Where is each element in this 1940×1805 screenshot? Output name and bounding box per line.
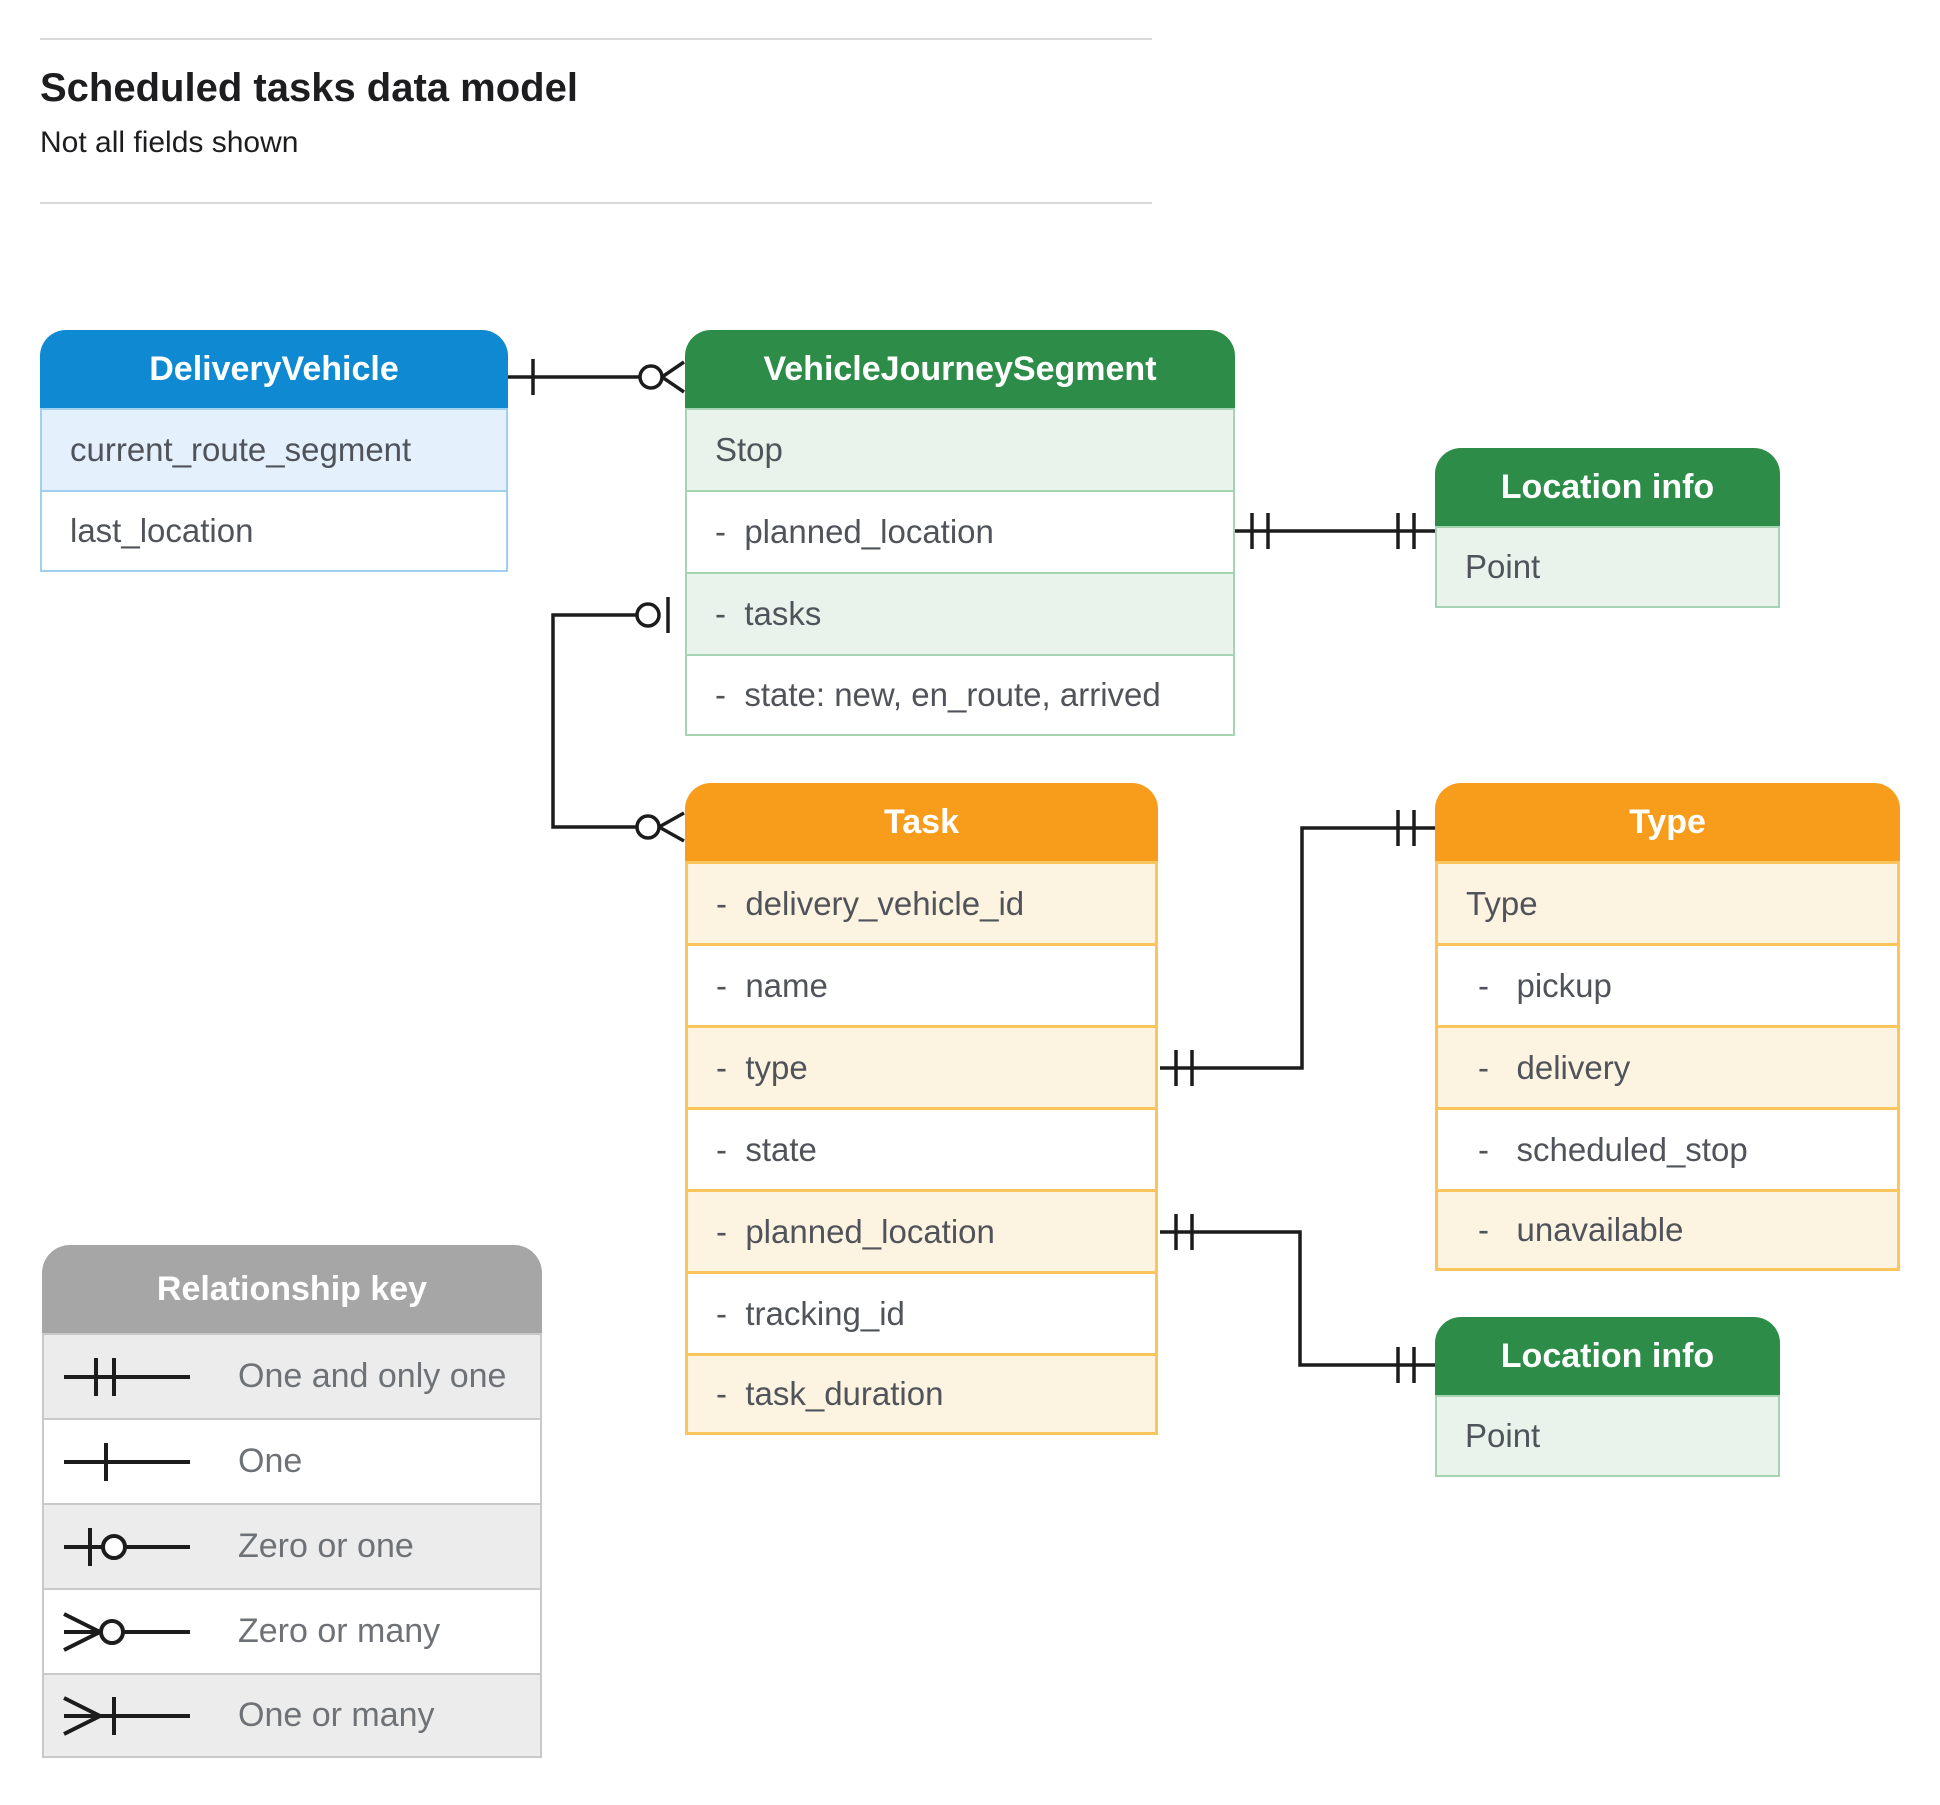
- one-and-only-one-symbol-icon: [64, 1357, 190, 1396]
- entity-vehicle-journey-segment: VehicleJourneySegment Stop - planned_loc…: [685, 330, 1235, 736]
- field-row-point: Point: [1435, 526, 1780, 608]
- page-subtitle: Not all fields shown: [40, 126, 299, 159]
- entity-delivery-vehicle-title: DeliveryVehicle: [40, 330, 508, 408]
- field-row-type-label: Type: [1435, 861, 1900, 943]
- legend-label: One or many: [238, 1696, 435, 1734]
- field-label: - planned_location: [716, 1212, 995, 1250]
- field-row-planned-location: - planned_location: [685, 1189, 1158, 1271]
- field-label: - state: [716, 1130, 817, 1168]
- entity-delivery-vehicle: DeliveryVehicle current_route_segment la…: [40, 330, 508, 572]
- field-row-task-duration: - task_duration: [685, 1353, 1158, 1435]
- field-row-current-route-segment: current_route_segment: [40, 408, 508, 490]
- field-row-state: - state: new, en_route, arrived: [685, 654, 1235, 736]
- one-symbol-icon: [64, 1442, 190, 1481]
- field-row-scheduled-stop: - scheduled_stop: [1435, 1107, 1900, 1189]
- connector-type-typeenum: [1160, 810, 1435, 1086]
- legend-label: Zero or one: [238, 1527, 414, 1565]
- field-row-planned-location: - planned_location: [685, 490, 1235, 572]
- field-label: last_location: [70, 512, 254, 549]
- field-row-point: Point: [1435, 1395, 1780, 1477]
- field-row-tasks: - tasks: [685, 572, 1235, 654]
- field-row-name: - name: [685, 943, 1158, 1025]
- legend-label: Zero or many: [238, 1612, 441, 1650]
- field-label: - state: new, en_route, arrived: [715, 676, 1161, 713]
- entity-location-info-bottom: Location info Point: [1435, 1317, 1780, 1477]
- entity-location-info-top: Location info Point: [1435, 448, 1780, 608]
- field-row-stop: Stop: [685, 408, 1235, 490]
- zero-or-many-symbol-icon: [63, 1611, 190, 1652]
- field-label: - planned_location: [715, 513, 994, 550]
- field-label: - scheduled_stop: [1478, 1130, 1748, 1168]
- field-row-delivery-vehicle-id: - delivery_vehicle_id: [685, 861, 1158, 943]
- field-label: - type: [716, 1048, 808, 1086]
- zero-or-one-symbol-icon: [64, 1527, 190, 1566]
- relationship-key-title: Relationship key: [42, 1245, 542, 1333]
- legend-label: One: [238, 1442, 303, 1480]
- field-label: Point: [1465, 548, 1541, 585]
- top-divider: [40, 38, 1152, 40]
- legend-row-zero-or-many: Zero or many: [42, 1588, 542, 1673]
- entity-vehicle-journey-segment-title: VehicleJourneySegment: [685, 330, 1235, 408]
- field-label: - tracking_id: [716, 1294, 905, 1332]
- entity-location-info-bottom-title: Location info: [1435, 1317, 1780, 1395]
- field-label: - pickup: [1478, 966, 1612, 1004]
- page-title: Scheduled tasks data model: [40, 66, 578, 110]
- one-or-many-symbol-icon: [63, 1695, 190, 1736]
- legend-row-one: One: [42, 1418, 542, 1503]
- field-label: current_route_segment: [70, 431, 412, 468]
- legend-row-zero-or-one: Zero or one: [42, 1503, 542, 1588]
- field-label: - tasks: [715, 595, 822, 632]
- field-row-state: - state: [685, 1107, 1158, 1189]
- field-row-delivery: - delivery: [1435, 1025, 1900, 1107]
- field-label: Stop: [715, 431, 783, 468]
- legend-row-one-or-many: One or many: [42, 1673, 542, 1758]
- legend-row-one-and-only-one: One and only one: [42, 1333, 542, 1418]
- field-label: - unavailable: [1478, 1211, 1684, 1248]
- field-row-tracking-id: - tracking_id: [685, 1271, 1158, 1353]
- subtitle-divider: [40, 202, 1152, 204]
- field-label: - delivery_vehicle_id: [716, 884, 1025, 922]
- relationship-key: Relationship key One and only one One Ze…: [42, 1245, 542, 1758]
- connector-deliveryvehicle-vehiclejourneysegment: [508, 359, 685, 395]
- legend-label: One and only one: [238, 1357, 507, 1395]
- field-label: - task_duration: [716, 1375, 944, 1412]
- field-row-unavailable: - unavailable: [1435, 1189, 1900, 1271]
- field-row-pickup: - pickup: [1435, 943, 1900, 1025]
- field-label: Point: [1465, 1417, 1541, 1454]
- entity-type: Type Type - pickup - delivery - schedule…: [1435, 783, 1900, 1271]
- entity-type-title: Type: [1435, 783, 1900, 861]
- field-label: - name: [716, 966, 828, 1004]
- field-label: Type: [1466, 884, 1538, 922]
- field-row-last-location: last_location: [40, 490, 508, 572]
- connector-plannedlocation-locationinfo-top: [1235, 513, 1435, 549]
- connector-tasks-task: [551, 597, 685, 843]
- entity-location-info-top-title: Location info: [1435, 448, 1780, 526]
- field-label: - delivery: [1478, 1048, 1631, 1086]
- entity-task-title: Task: [685, 783, 1158, 861]
- entity-task: Task - delivery_vehicle_id - name - type…: [685, 783, 1158, 1435]
- connector-plannedlocation-locationinfo-bottom: [1160, 1214, 1435, 1383]
- field-row-type: - type: [685, 1025, 1158, 1107]
